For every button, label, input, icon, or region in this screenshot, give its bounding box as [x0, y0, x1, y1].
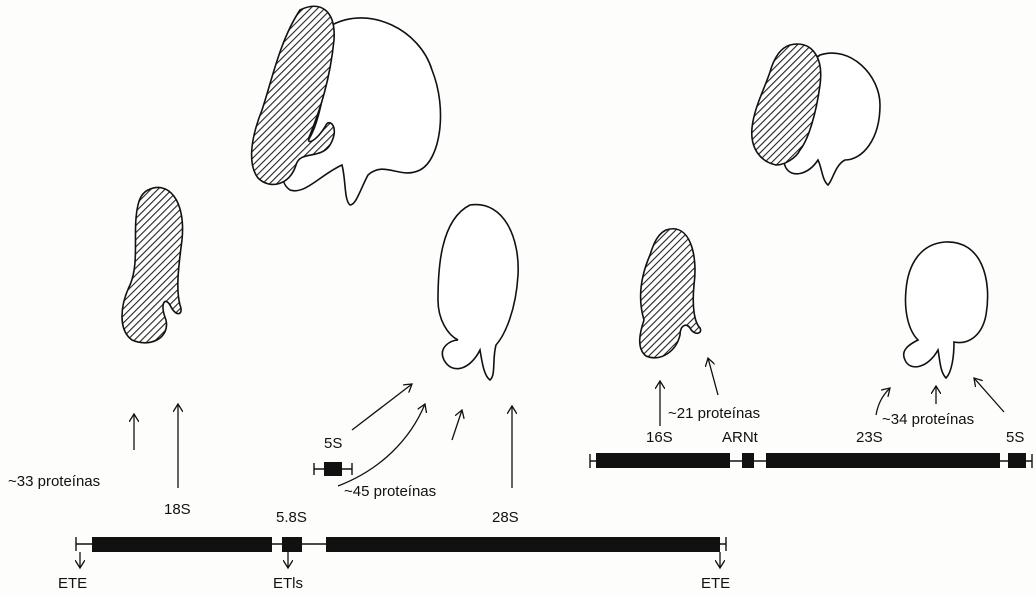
- gene-23s: [766, 453, 1000, 468]
- label-45-proteinas: ~45 proteínas: [344, 483, 436, 500]
- gene-16s: [596, 453, 730, 468]
- label-33-proteinas: ~33 proteínas: [8, 473, 100, 490]
- gene-5s-euk-unit: [314, 462, 352, 476]
- arrow-proteins-to-60s: [452, 410, 462, 440]
- gene-58s: [282, 537, 302, 552]
- label-16s: 16S: [646, 429, 673, 446]
- prokaryote-70s-ribosome: [752, 44, 880, 185]
- gene-trna: [742, 453, 754, 468]
- small-subunit-30s: [640, 229, 701, 358]
- label-28s: 28S: [492, 509, 519, 526]
- arrow-proteins-to-30s: [708, 358, 718, 395]
- large-subunit-60s: [438, 205, 518, 380]
- prokaryote-operon: [590, 453, 1032, 468]
- gene-5s-prok: [1008, 453, 1026, 468]
- label-5s-euk: 5S: [324, 435, 342, 452]
- large-subunit-50s: [904, 242, 988, 378]
- label-ete-left: ETE: [58, 575, 87, 592]
- gene-5s-euk: [324, 462, 342, 476]
- label-58s: 5.8S: [276, 509, 307, 526]
- gene-18s: [92, 537, 272, 552]
- label-arnt: ARNt: [722, 429, 759, 446]
- arrow-5s-to-50s: [974, 378, 1004, 412]
- eukaryote-rdna-unit: [76, 537, 726, 568]
- arrow-5s-to-60s: [352, 384, 412, 430]
- label-ete-right: ETE: [701, 575, 730, 592]
- label-etis: ETls: [273, 575, 303, 592]
- gene-28s: [326, 537, 720, 552]
- label-5s-prok: 5S: [1006, 429, 1024, 446]
- label-21-proteinas: ~21 proteínas: [668, 405, 760, 422]
- label-34-proteinas: ~34 proteínas: [882, 411, 974, 428]
- eukaryote-arrows: [134, 384, 512, 488]
- label-18s: 18S: [164, 501, 191, 518]
- label-23s: 23S: [856, 429, 883, 446]
- arrow-58s-to-60s: [338, 404, 425, 486]
- small-subunit-40s: [122, 187, 183, 342]
- eukaryote-80s-ribosome: [252, 6, 441, 205]
